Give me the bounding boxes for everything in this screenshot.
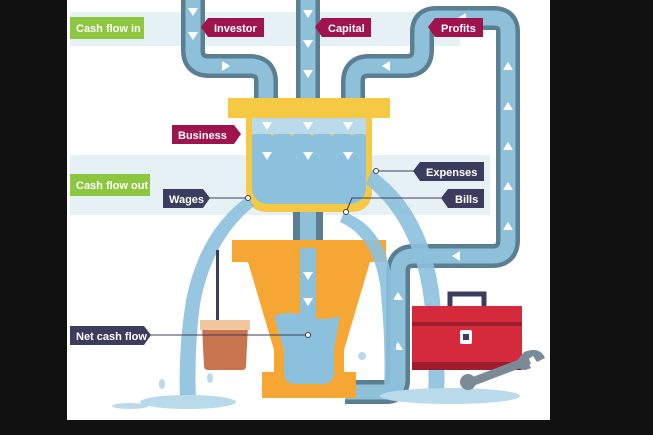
plant-stake	[216, 250, 219, 322]
label-box	[315, 18, 371, 37]
outflow-streams	[179, 170, 445, 400]
arrow-icon	[382, 61, 390, 71]
label-box	[172, 125, 241, 144]
arrow-icon	[303, 10, 313, 18]
connector-pipe-inner	[300, 212, 316, 248]
profits-label: Profits	[428, 18, 483, 37]
label-box	[70, 174, 150, 196]
arrow-icon	[503, 182, 513, 190]
label-box	[201, 18, 264, 37]
wages-label: Wages	[163, 189, 210, 208]
label-box	[70, 17, 144, 39]
capital-label: Capital	[315, 18, 371, 37]
wages-puddle	[140, 395, 236, 409]
tank-flow-arrows	[262, 122, 353, 160]
business-tank-water	[252, 132, 366, 204]
cash-flow-in-text: Cash flow in	[76, 23, 141, 35]
wages-stream	[179, 196, 254, 400]
net-flow-arrows	[303, 272, 313, 306]
arrow-icon	[303, 152, 313, 160]
net-cash-flow-label: Net cash flow	[70, 326, 151, 345]
toolbox-base-band	[412, 362, 522, 370]
wages-text: Wages	[169, 194, 204, 206]
profits-pipe-inner	[345, 10, 516, 400]
cash-flow-in-label: Cash flow in	[70, 17, 144, 39]
arrow-icon	[262, 122, 272, 130]
arrow-icon	[303, 40, 313, 48]
bills-stream	[340, 212, 397, 392]
label-box	[441, 189, 484, 208]
arrow-icon	[303, 298, 313, 306]
net-cash-inflow-stream	[300, 248, 316, 318]
label-box	[413, 162, 484, 181]
toolbox-lid-band	[412, 322, 522, 326]
arrow-icon	[503, 62, 513, 70]
bills-leader	[345, 197, 441, 213]
net-cash-tank-water	[274, 313, 340, 384]
label-box	[163, 189, 210, 208]
arrow-icon	[393, 292, 403, 300]
small-puddle	[112, 403, 148, 409]
bills-label: Bills	[441, 189, 484, 208]
arrow-icon	[303, 272, 313, 280]
puddles	[112, 352, 520, 409]
toolbox-icon	[412, 291, 522, 370]
pot-body	[202, 326, 248, 370]
net-cash-flow-text: Net cash flow	[76, 331, 147, 343]
arrow-icon	[503, 222, 513, 230]
arrow-icon	[262, 152, 272, 160]
investor-label: Investor	[201, 18, 264, 37]
splash-drop	[159, 379, 165, 389]
pot-rim	[200, 320, 250, 330]
arrow-icon	[303, 70, 313, 78]
label-box	[428, 18, 483, 37]
floor-puddle	[380, 388, 520, 404]
arrow-icon	[303, 122, 313, 130]
business-text: Business	[178, 130, 227, 142]
expenses-stream	[366, 170, 445, 396]
expenses-text: Expenses	[426, 167, 477, 179]
arrow-icon	[222, 61, 230, 71]
leader-lines	[150, 170, 441, 336]
toolbox-handle	[447, 291, 487, 308]
arrow-icon	[343, 152, 353, 160]
flower-pot-icon	[200, 250, 250, 370]
expenses-label: Expenses	[413, 162, 484, 181]
profits-text: Profits	[441, 23, 476, 35]
arrow-icon	[503, 142, 513, 150]
net-cash-tank	[232, 240, 386, 398]
arrow-icon	[343, 122, 353, 130]
business-label: Business	[172, 125, 241, 144]
splash-drop	[207, 373, 213, 383]
arrow-icon	[503, 102, 513, 110]
splash-drop	[358, 352, 366, 360]
toolbox-lock	[463, 334, 469, 340]
bills-text: Bills	[455, 194, 478, 206]
spanner-icon	[460, 350, 545, 390]
arrow-icon	[188, 32, 198, 40]
capital-text: Capital	[328, 23, 365, 35]
investor-text: Investor	[214, 23, 258, 35]
label-box	[70, 326, 151, 345]
cash-flow-out-text: Cash flow out	[76, 180, 148, 192]
cash-flow-out-label: Cash flow out	[70, 174, 150, 196]
business-tank	[228, 98, 390, 212]
arrow-icon	[452, 251, 460, 261]
arrow-icon	[188, 8, 198, 16]
leader-dots	[245, 168, 379, 338]
